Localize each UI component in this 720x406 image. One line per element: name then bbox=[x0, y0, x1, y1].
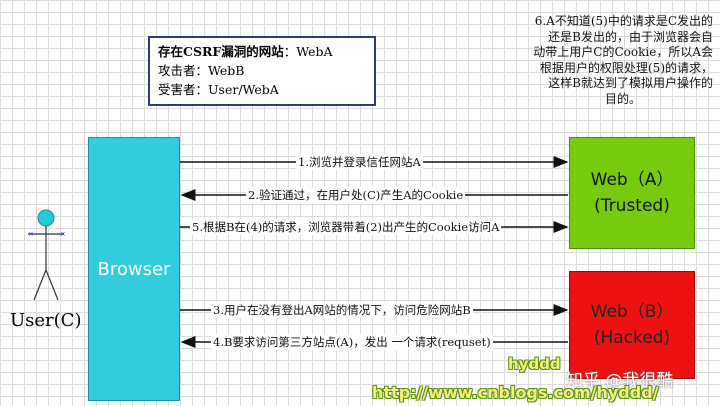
user-label: User(C) bbox=[10, 310, 82, 331]
info-line-2: 攻击者：WebB bbox=[158, 63, 245, 78]
watermark-name: hyddd bbox=[508, 355, 561, 373]
web-b-tag: (Hacked) bbox=[593, 328, 671, 348]
info-line-3: 受害者：User/WebA bbox=[158, 82, 279, 97]
web-a-tag: (Trusted) bbox=[594, 196, 670, 216]
step-3-label: 3.用户在没有登出A网站的情况下，访问危险网站B bbox=[211, 302, 473, 318]
step-4-label: 4.B要求访问第三方站点(A)，发出 一个请求(requset) bbox=[211, 334, 493, 350]
info-line-1-rest: ：WebA bbox=[283, 44, 333, 59]
browser-box: Browser bbox=[88, 137, 180, 401]
note-line: 动带上用户C的Cookie，所以A会 bbox=[533, 45, 713, 59]
info-box: 存在CSRF漏洞的网站：WebA 攻击者：WebB 受害者：User/WebA bbox=[148, 36, 376, 106]
watermark-zhihu: 知乎 @我很酷 bbox=[566, 371, 674, 391]
web-a-box: Web（A） (Trusted) bbox=[569, 137, 695, 249]
note-line: 还是B发出的，由于浏览器会自 bbox=[548, 29, 713, 44]
step-1-label: 1.浏览并登录信任网站A bbox=[296, 154, 423, 170]
web-b-box: Web（B） (Hacked) bbox=[569, 271, 695, 379]
svg-text:×: × bbox=[28, 230, 34, 238]
step-5-label: 5.根据B在(4)的请求，浏览器带着(2)出产生的Cookie访问A bbox=[190, 219, 502, 235]
info-line-1: 存在CSRF漏洞的网站：WebA bbox=[158, 42, 366, 61]
note-line: 这样B就达到了模拟用户操作的 bbox=[548, 76, 713, 90]
watermark-url: http://www.cnblogs.com/hyddd/ bbox=[372, 383, 659, 402]
browser-label: Browser bbox=[97, 258, 171, 280]
note-line: 目的。 bbox=[604, 91, 641, 106]
note-line: 6.A不知道(5)中的请求是C发出的 bbox=[534, 14, 713, 28]
info-line-1-bold: 存在CSRF漏洞的网站 bbox=[158, 44, 284, 59]
svg-text:×: × bbox=[60, 230, 66, 238]
note-line: 根据用户的权限处理(5)的请求， bbox=[540, 60, 713, 75]
step6-note: 6.A不知道(5)中的请求是C发出的 还是B发出的，由于浏览器会自 动带上用户C… bbox=[493, 14, 713, 107]
step-2-label: 2.验证通过，在用户处(C)产生A的Cookie bbox=[246, 187, 466, 203]
web-b-name: Web（B） bbox=[590, 302, 674, 322]
web-a-name: Web（A） bbox=[590, 170, 674, 190]
user-figure-icon: × × bbox=[28, 209, 66, 301]
